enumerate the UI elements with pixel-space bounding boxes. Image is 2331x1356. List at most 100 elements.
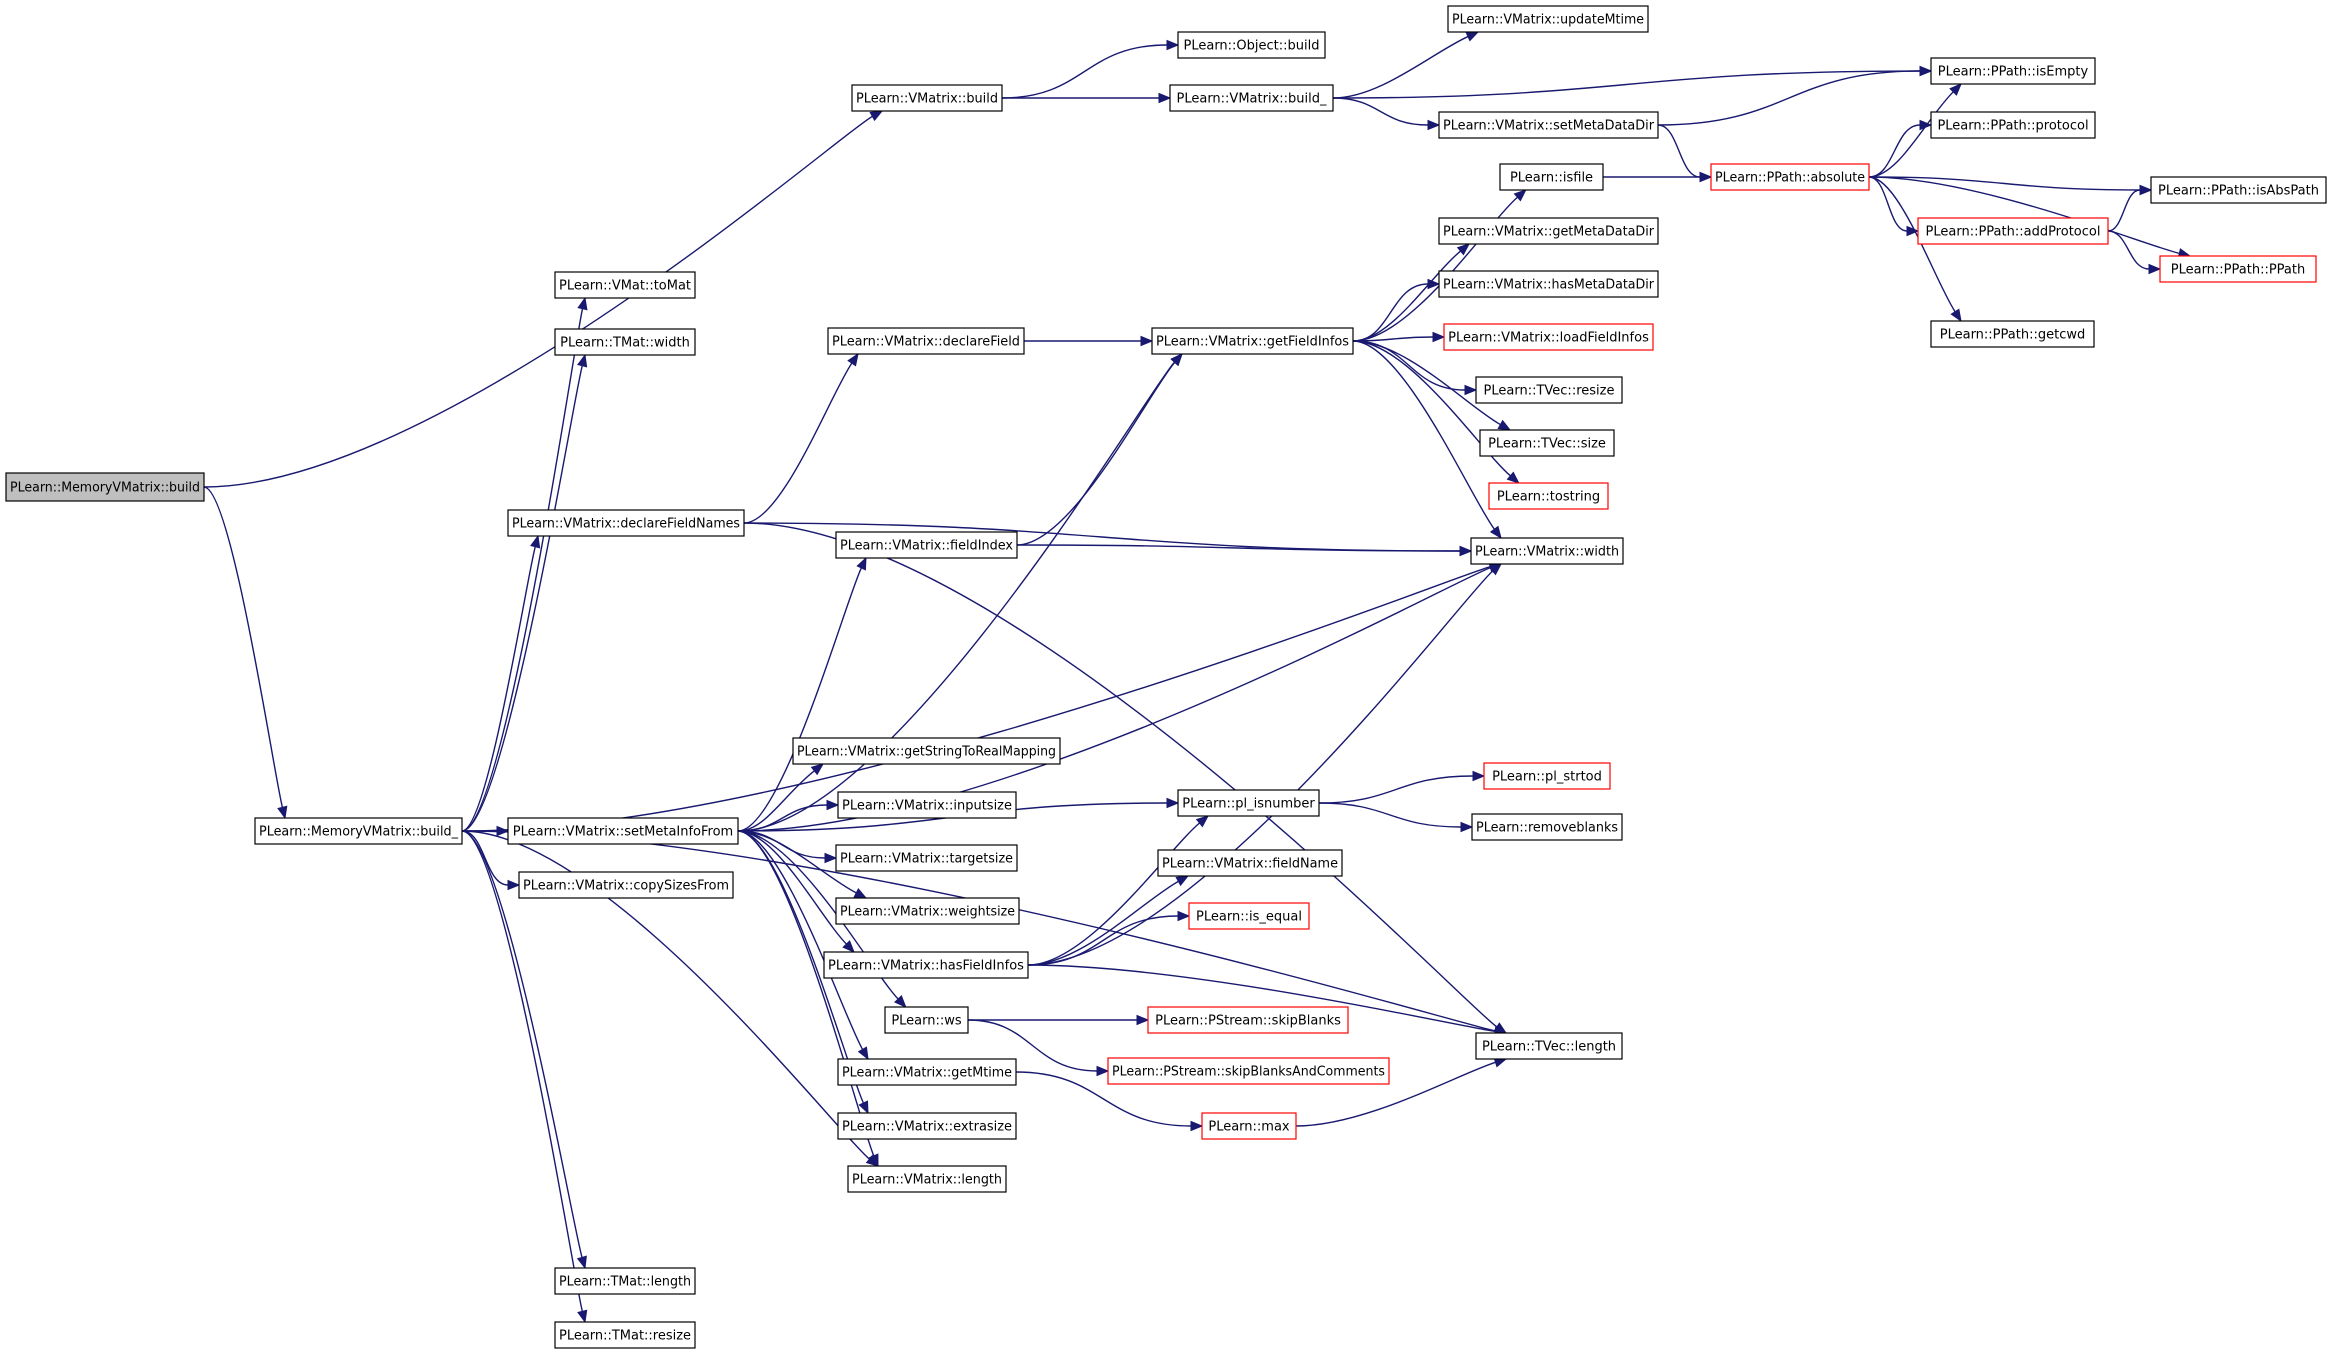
edge-line bbox=[737, 830, 847, 945]
edge-line bbox=[1657, 124, 1701, 178]
function-node-get-s2r[interactable]: PLearn::VMatrix::getStringToRealMapping bbox=[792, 737, 1061, 765]
node-box bbox=[1438, 270, 1659, 298]
node-label: PLearn::PPath::addProtocol bbox=[1926, 225, 2101, 240]
function-node-pp-getcwd[interactable]: PLearn::PPath::getcwd bbox=[1930, 320, 2095, 348]
call-edge-set_mif-to-has_fi bbox=[737, 830, 855, 953]
function-node-has-fi[interactable]: PLearn::VMatrix::hasFieldInfos bbox=[823, 951, 1029, 979]
function-node-tostring[interactable]: PLearn::tostring bbox=[1488, 482, 1609, 510]
call-edge-mvm_build_-to-tmat_length bbox=[461, 830, 587, 1270]
arrow-head-icon bbox=[1432, 331, 1446, 343]
node-label: PLearn::PPath::absolute bbox=[1715, 171, 1865, 186]
edge-line bbox=[1868, 124, 1921, 178]
function-node-targetsize[interactable]: PLearn::VMatrix::targetsize bbox=[835, 844, 1018, 872]
function-node-removeblanks[interactable]: PLearn::removeblanks bbox=[1471, 813, 1623, 841]
arrow-head-icon bbox=[1456, 243, 1471, 256]
function-node-extrasize[interactable]: PLearn::VMatrix::extrasize bbox=[837, 1112, 1017, 1140]
arrow-head-icon bbox=[507, 879, 521, 891]
node-label: PLearn::TMat::length bbox=[559, 1275, 691, 1290]
edge-line bbox=[461, 308, 584, 832]
function-node-vmat-tomat[interactable]: PLearn::VMat::toMat bbox=[554, 271, 696, 299]
function-node-skip-blanks[interactable]: PLearn::PStream::skipBlanks bbox=[1147, 1006, 1349, 1034]
call-edge-pp_addprotocol-to-pp_ppath bbox=[2107, 230, 2162, 275]
function-node-tvec-size[interactable]: PLearn::TVec::size bbox=[1479, 429, 1615, 457]
function-node-pl-isnumber[interactable]: PLearn::pl_isnumber bbox=[1177, 789, 1320, 817]
arrow-head-icon bbox=[2148, 263, 2162, 275]
function-node-pp-isempty[interactable]: PLearn::PPath::isEmpty bbox=[1930, 57, 2096, 85]
edge-line bbox=[1868, 91, 1954, 178]
node-box bbox=[884, 1006, 969, 1034]
edge-line bbox=[737, 567, 862, 832]
function-node-get-mdd[interactable]: PLearn::VMatrix::getMetaDataDir bbox=[1438, 217, 1659, 245]
function-node-tvec-resize[interactable]: PLearn::TVec::resize bbox=[1475, 376, 1623, 404]
function-node-tmat-resize[interactable]: PLearn::TMat::resize bbox=[554, 1321, 696, 1349]
node-box bbox=[1930, 57, 2096, 85]
function-node-pp-addprotocol[interactable]: PLearn::PPath::addProtocol bbox=[1917, 217, 2109, 245]
function-node-weightsize[interactable]: PLearn::VMatrix::weightsize bbox=[835, 897, 1020, 925]
function-node-get-mtime[interactable]: PLearn::VMatrix::getMtime bbox=[837, 1058, 1017, 1086]
function-node-pp-absolute[interactable]: PLearn::PPath::absolute bbox=[1710, 163, 1870, 191]
call-edge-declare_fn-to-declare_field bbox=[743, 352, 859, 524]
edge-line bbox=[737, 804, 828, 832]
function-node-is-equal[interactable]: PLearn::is_equal bbox=[1188, 902, 1310, 930]
node-label: PLearn::PPath::protocol bbox=[1937, 119, 2088, 134]
function-node-set-mdd[interactable]: PLearn::VMatrix::setMetaDataDir bbox=[1438, 111, 1659, 139]
function-node-skip-bac[interactable]: PLearn::PStream::skipBlanksAndComments bbox=[1107, 1057, 1390, 1085]
function-node-inputsize[interactable]: PLearn::VMatrix::inputsize bbox=[837, 791, 1017, 819]
function-node-has-mdd[interactable]: PLearn::VMatrix::hasMetaDataDir bbox=[1438, 270, 1659, 298]
function-node-load-fi[interactable]: PLearn::VMatrix::loadFieldInfos bbox=[1443, 323, 1654, 351]
function-node-vmx-build[interactable]: PLearn::VMatrix::build bbox=[851, 84, 1003, 112]
function-node-ws[interactable]: PLearn::ws bbox=[884, 1006, 969, 1034]
node-box bbox=[254, 817, 463, 845]
function-node-upd-mtime[interactable]: PLearn::VMatrix::updateMtime bbox=[1447, 5, 1649, 33]
node-label: PLearn::TMat::resize bbox=[559, 1329, 691, 1344]
function-node-get-fi[interactable]: PLearn::VMatrix::getFieldInfos bbox=[1151, 327, 1354, 355]
node-box bbox=[837, 791, 1017, 819]
function-node-tmat-width[interactable]: PLearn::TMat::width bbox=[554, 328, 696, 356]
edge-line bbox=[1027, 880, 1179, 966]
edge-line bbox=[1332, 97, 1429, 126]
node-box bbox=[1107, 1057, 1390, 1085]
function-node-declare-field[interactable]: PLearn::VMatrix::declareField bbox=[827, 327, 1025, 355]
function-node-max[interactable]: PLearn::max bbox=[1201, 1112, 1297, 1140]
function-node-mvm-build-[interactable]: PLearn::MemoryVMatrix::build_ bbox=[254, 817, 463, 845]
edge-line bbox=[737, 830, 899, 1000]
edge-line bbox=[1027, 822, 1200, 966]
function-node-pp-isabspath[interactable]: PLearn::PPath::isAbsPath bbox=[2150, 176, 2327, 204]
function-node-set-mif[interactable]: PLearn::VMatrix::setMetaInfoFrom bbox=[507, 817, 739, 845]
node-label: PLearn::PPath::getcwd bbox=[1940, 328, 2085, 343]
node-label: PLearn::max bbox=[1208, 1120, 1290, 1135]
node-label: PLearn::VMatrix::setMetaDataDir bbox=[1443, 119, 1655, 134]
function-node-field-name[interactable]: PLearn::VMatrix::fieldName bbox=[1157, 849, 1343, 877]
function-node-mvm-build[interactable]: PLearn::MemoryVMatrix::build bbox=[5, 472, 205, 502]
edge-line bbox=[737, 830, 864, 1050]
function-node-pl-strtod[interactable]: PLearn::pl_strtod bbox=[1483, 762, 1611, 790]
edge-line bbox=[1868, 176, 2141, 191]
call-edge-vmx_build-to-vmx_build_ bbox=[1002, 92, 1172, 104]
function-node-pp-ppath[interactable]: PLearn::PPath::PPath bbox=[2159, 255, 2317, 283]
function-node-pp-protocol[interactable]: PLearn::PPath::protocol bbox=[1930, 111, 2096, 139]
function-node-vmx-width[interactable]: PLearn::VMatrix::width bbox=[1470, 537, 1624, 565]
function-node-vmx-length[interactable]: PLearn::VMatrix::length bbox=[847, 1165, 1007, 1193]
function-node-isfile[interactable]: PLearn::isfile bbox=[1499, 163, 1604, 191]
call-edge-pp_absolute-to-pp_getcwd bbox=[1868, 176, 1962, 323]
node-box bbox=[554, 328, 696, 356]
function-node-tvec-length[interactable]: PLearn::TVec::length bbox=[1475, 1032, 1623, 1060]
arrow-head-icon bbox=[1919, 119, 1933, 131]
node-label: PLearn::VMatrix::fieldIndex bbox=[840, 539, 1013, 554]
edge-line bbox=[1027, 570, 1494, 966]
function-node-declare-fn[interactable]: PLearn::VMatrix::declareFieldNames bbox=[507, 509, 745, 537]
arrow-head-icon bbox=[1949, 83, 1962, 96]
function-node-tmat-length[interactable]: PLearn::TMat::length bbox=[554, 1267, 696, 1295]
edge-line bbox=[1318, 775, 1474, 804]
function-node-field-index[interactable]: PLearn::VMatrix::fieldIndex bbox=[835, 531, 1018, 559]
arrow-head-icon bbox=[1427, 278, 1441, 290]
function-node-obj-build[interactable]: PLearn::Object::build bbox=[1177, 31, 1326, 59]
function-node-copy-sizes[interactable]: PLearn::VMatrix::copySizesFrom bbox=[518, 871, 734, 899]
call-edge-set_mif-to-inputsize bbox=[737, 799, 840, 832]
function-node-vmx-build-[interactable]: PLearn::VMatrix::build_ bbox=[1169, 84, 1334, 112]
call-edge-pp_absolute-to-pp_isempty bbox=[1868, 83, 1962, 178]
arrow-head-icon bbox=[576, 1255, 587, 1270]
arrow-head-icon bbox=[1140, 335, 1154, 347]
call-edge-get_fi-to-tvec_size bbox=[1352, 340, 1512, 431]
node-box bbox=[1151, 327, 1354, 355]
